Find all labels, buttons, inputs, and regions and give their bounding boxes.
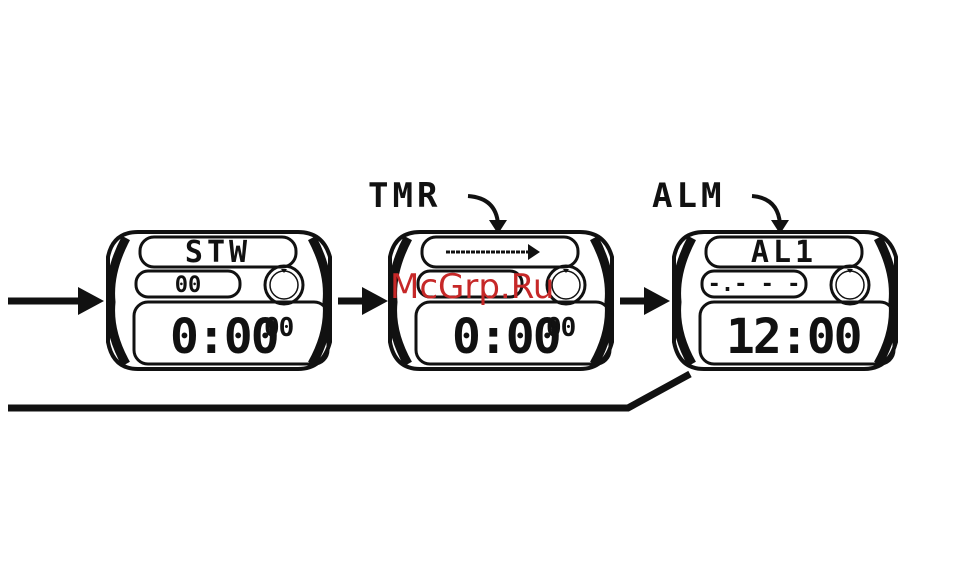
seconds-text: 00 [546,313,576,343]
sub-display-text: -.- - - [708,272,801,297]
dial-graphic [831,266,869,304]
timer-bar-graphic [446,244,540,260]
case-band-left [677,238,692,364]
seconds-text: 00 [264,313,294,343]
watermark: McGrp.Ru [390,267,554,307]
entry-arrow [8,287,104,315]
sub-display-text: 00 [175,273,202,298]
timer-callout-pointer [468,196,498,224]
main-time-text: 12:00 [726,309,861,365]
alarm-callout-label: ALM [652,176,725,216]
watch-stopwatch: STW 00 0:00 00 [108,232,330,369]
main-time-text: 0:00 [170,309,278,365]
dial-graphic [265,266,303,304]
mode-text: STW [185,235,251,270]
watch-alarm: AL1 -.- - - 12:00 [674,232,896,369]
alarm-callout: ALM [652,176,789,234]
arrow-to-alarm [620,287,670,315]
return-line [8,374,690,408]
alarm-callout-pointer [752,196,780,224]
timer-callout: TMR [368,176,507,234]
arrow-to-timer [338,287,388,315]
main-time-text: 0:00 [452,309,560,365]
timer-callout-label: TMR [368,176,441,216]
mode-text: AL1 [751,235,817,270]
case-band-left [111,238,126,364]
